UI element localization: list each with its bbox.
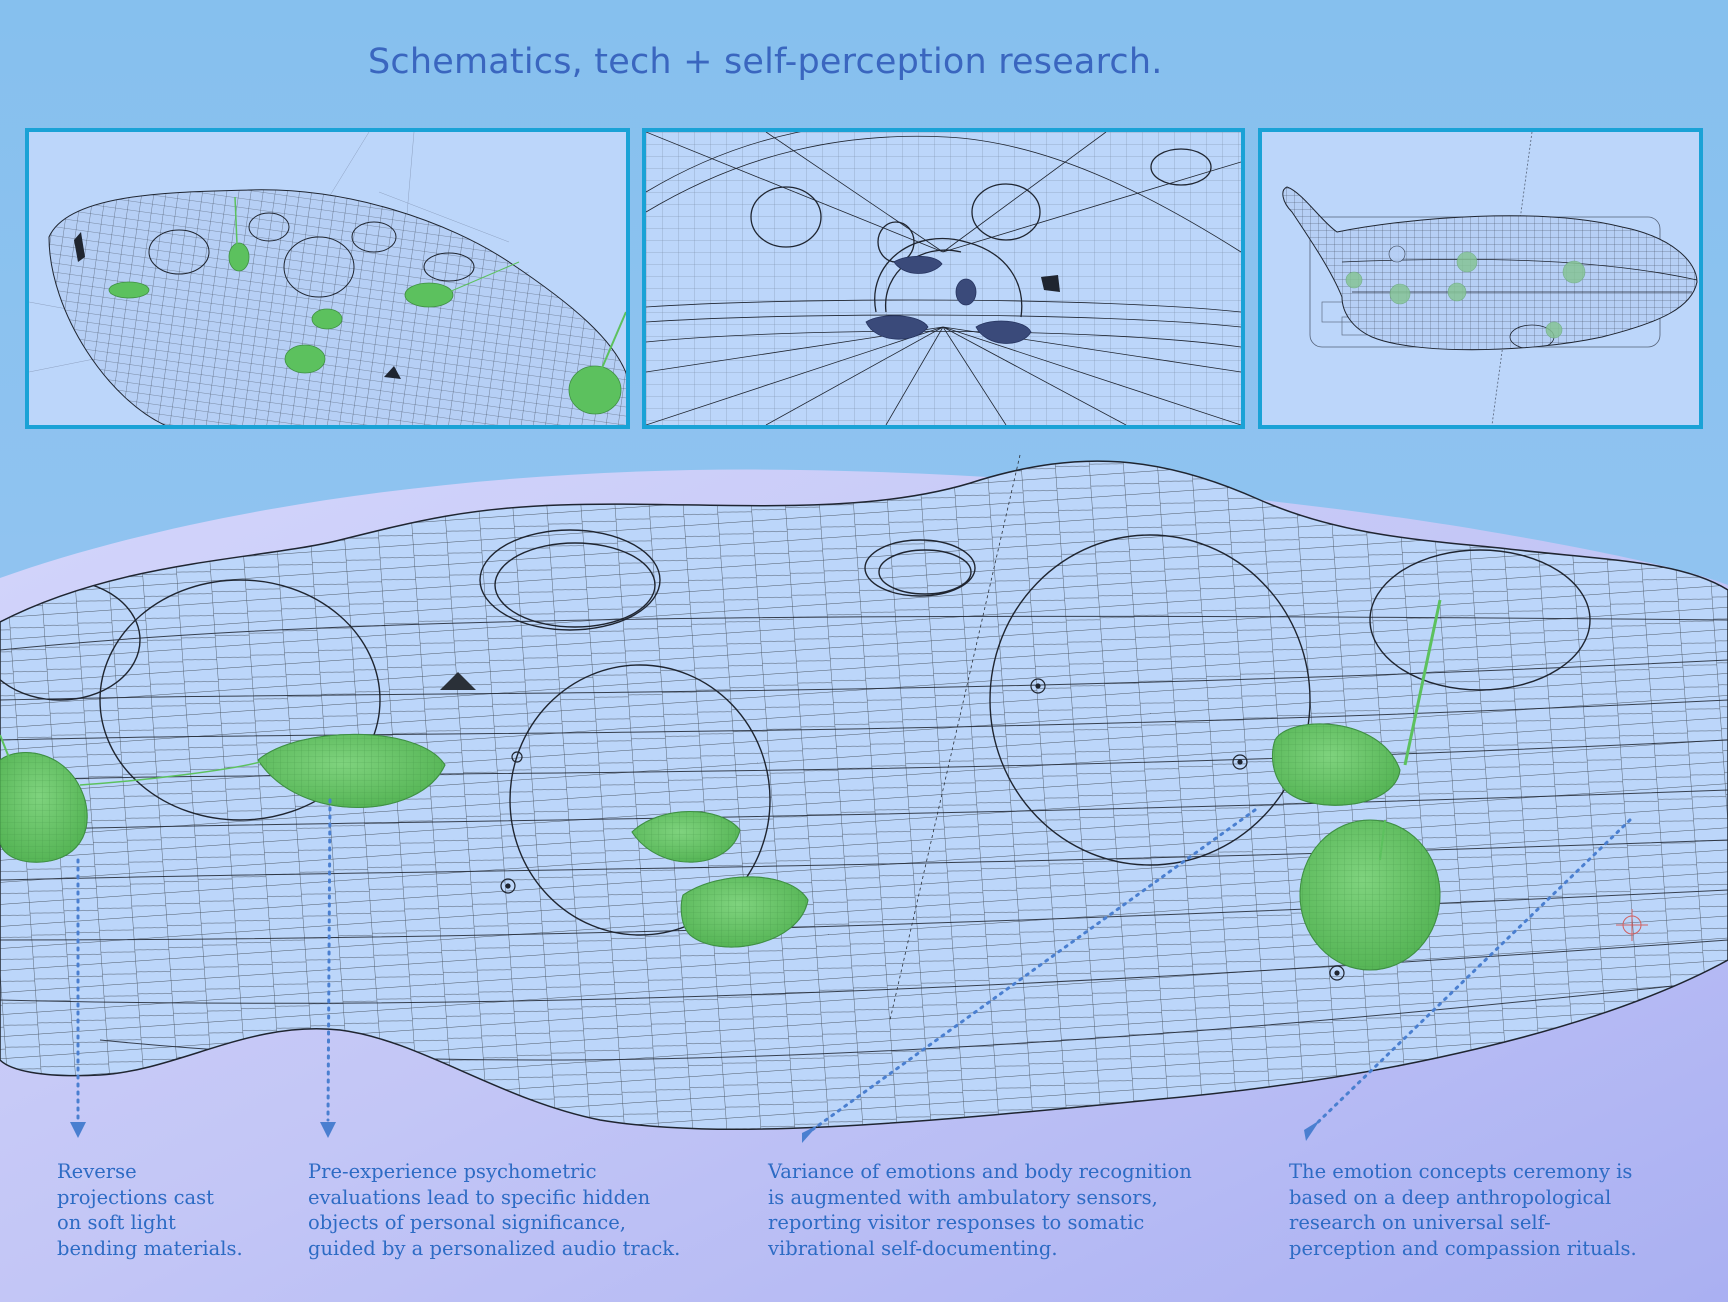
caption-reverse-projections: Reverse projections cast on soft light b…	[57, 1160, 243, 1260]
green-object	[257, 733, 446, 808]
green-object	[631, 811, 741, 863]
panel-perspective-view	[25, 128, 630, 429]
pointer-arrows	[76, 798, 1632, 1132]
green-object	[680, 876, 809, 948]
green-hidden-objects	[0, 599, 1442, 971]
green-hidden-objects	[1345, 245, 1586, 339]
green-object	[1272, 723, 1401, 806]
caption-ambulatory-sensors: Variance of emotions and body recognitio…	[768, 1160, 1192, 1260]
page-title: Schematics, tech + self-perception resea…	[368, 42, 1163, 82]
crosshair-icon	[1616, 909, 1648, 941]
navy-hidden-objects	[865, 255, 1032, 344]
wireframe-interior	[646, 132, 1241, 425]
green-hidden-objects	[108, 196, 626, 415]
panel-top-view	[1258, 128, 1703, 429]
green-object	[1299, 819, 1441, 971]
wireframe-body	[1282, 186, 1698, 351]
wireframe-body	[0, 454, 1728, 1131]
panel-interior-view	[642, 128, 1245, 429]
wireframe-body	[48, 189, 626, 425]
arrow-heads	[70, 1120, 1320, 1143]
green-object	[0, 752, 88, 863]
caption-psychometric-evaluations: Pre-experience psychometric evaluations …	[308, 1160, 681, 1260]
caption-emotion-ceremony: The emotion concepts ceremony is based o…	[1289, 1160, 1637, 1260]
